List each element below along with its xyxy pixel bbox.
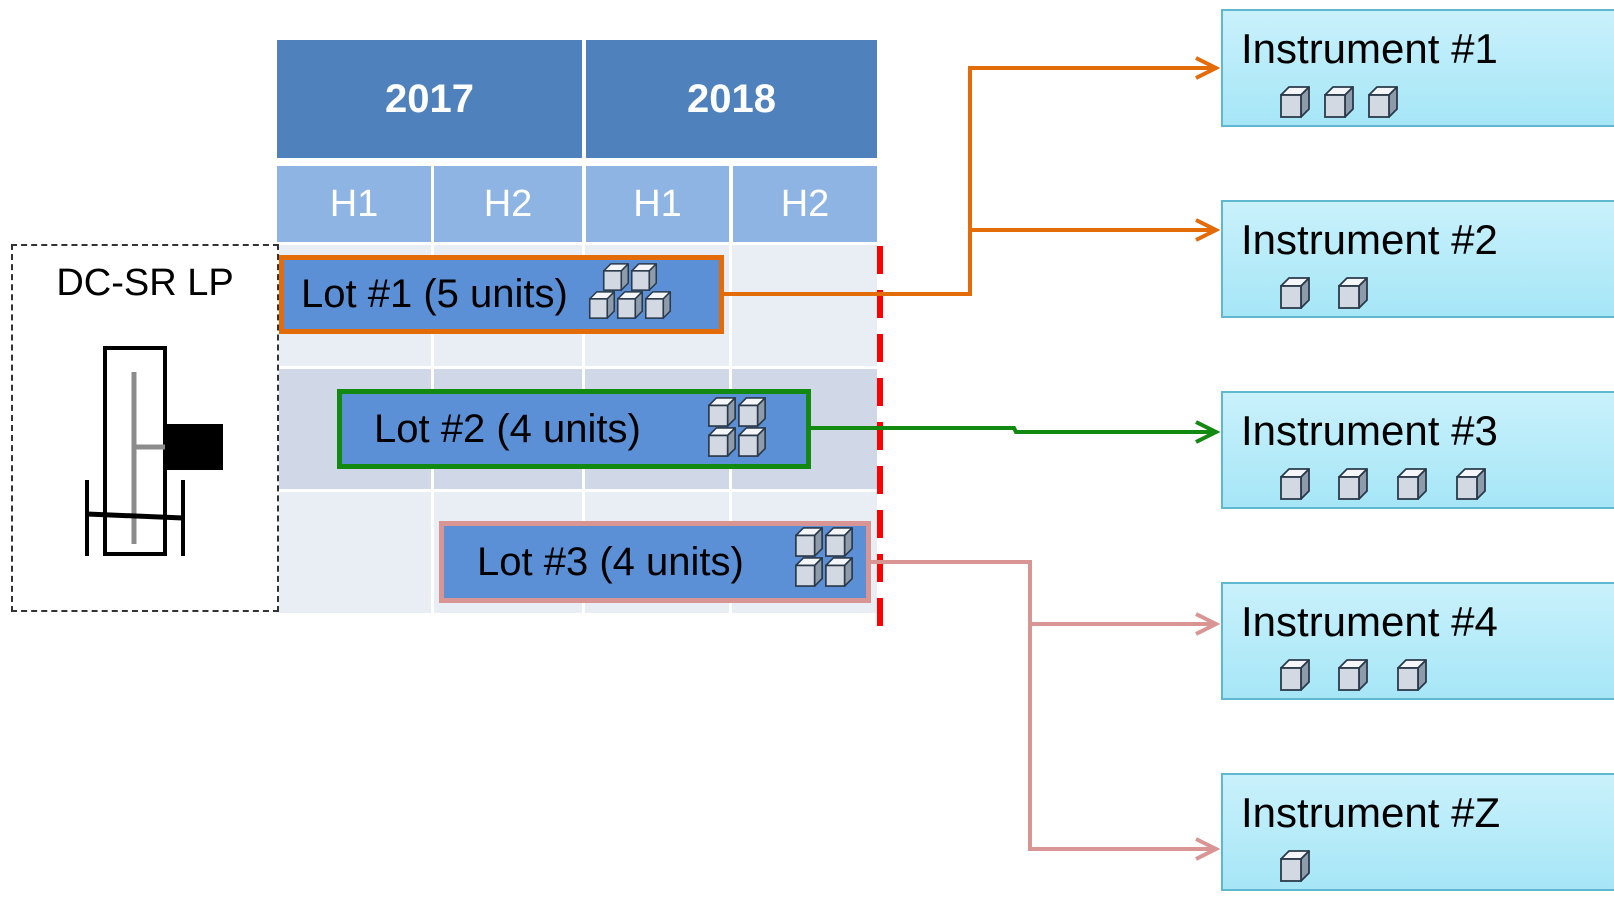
instrument-1-label: Instrument #1: [1241, 25, 1498, 72]
lot-3-connector: [871, 560, 1221, 861]
half-header-2018-h1: H1: [586, 166, 729, 242]
instrument-2-label: Instrument #2: [1241, 216, 1498, 263]
instrument-2-cube-icons: [1280, 277, 1368, 309]
instrument-1[interactable]: Instrument #1: [1221, 9, 1614, 127]
instrument-z-cube-icons: [1280, 850, 1310, 882]
instrument-2[interactable]: Instrument #2: [1221, 200, 1614, 318]
instrument-3-cube-icons: [1280, 468, 1486, 500]
instrument-4-cube-icons: [1280, 659, 1427, 691]
lot-2-label: Lot #2 (4 units): [374, 406, 641, 451]
lot-1-cube-stack-icon: [588, 263, 672, 319]
instrument-3[interactable]: Instrument #3: [1221, 391, 1614, 509]
lot-2[interactable]: Lot #2 (4 units): [337, 389, 811, 469]
instrument-z[interactable]: Instrument #Z: [1221, 773, 1614, 891]
instrument-1-cube-icons: [1280, 86, 1398, 118]
half-header-2018-h2: H2: [733, 166, 877, 242]
lot-3-cube-stack-icon: [795, 527, 853, 587]
row-divider: [277, 489, 877, 492]
instrument-4-label: Instrument #4: [1241, 598, 1498, 645]
year-header-2017: 2017: [277, 40, 582, 158]
year-header-2018: 2018: [586, 40, 877, 158]
half-header-2017-h1: H1: [277, 166, 431, 242]
lot-1-label: Lot #1 (5 units): [301, 272, 568, 316]
source-box: DC-SR LP: [11, 244, 279, 612]
lot-3[interactable]: Lot #3 (4 units): [439, 521, 871, 603]
half-header-2017-h2: H2: [434, 166, 582, 242]
instrument-schematic-icon: [85, 346, 223, 556]
row-divider: [277, 366, 877, 369]
instrument-z-label: Instrument #Z: [1241, 789, 1501, 836]
source-title: DC-SR LP: [56, 262, 234, 304]
instrument-4[interactable]: Instrument #4: [1221, 582, 1614, 700]
lot-1[interactable]: Lot #1 (5 units): [279, 255, 724, 334]
lot-2-cube-stack-icon: [708, 397, 766, 457]
instrument-3-label: Instrument #3: [1241, 407, 1498, 454]
lot-3-label: Lot #3 (4 units): [477, 539, 744, 584]
